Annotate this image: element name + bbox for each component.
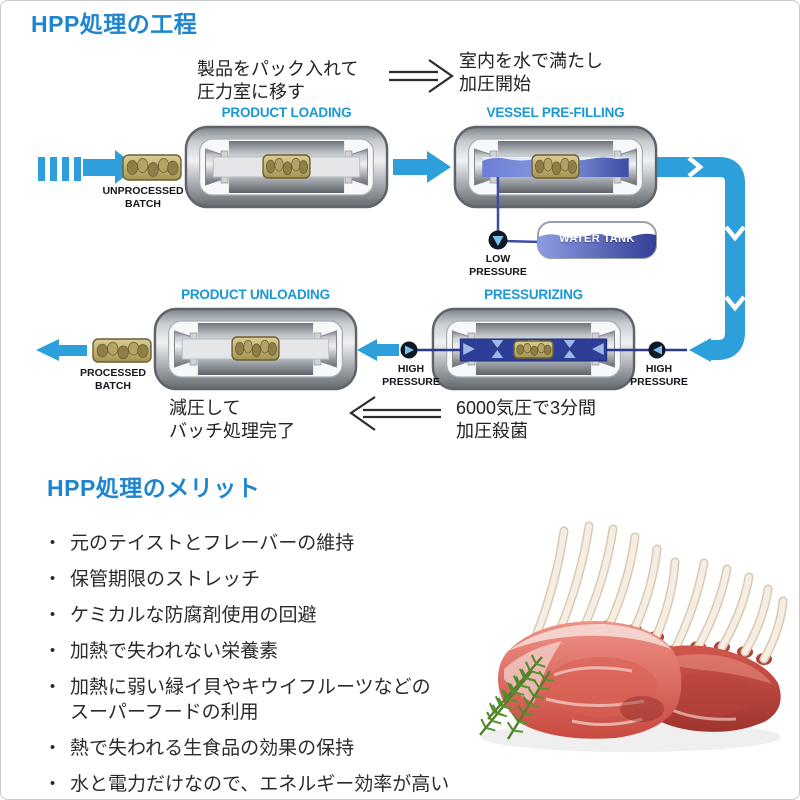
process-flow-overlay	[36, 59, 746, 431]
benefit-item: ・水と電力だけなので、エネルギー効率が高い	[43, 774, 450, 795]
step-note-4: 減圧して バッチ処理完了	[169, 398, 295, 441]
machine-pressurizing	[431, 307, 636, 391]
bullet-icon: ・	[43, 605, 63, 626]
outfeed-arrow-icon	[36, 339, 87, 361]
stage-label-product-unloading: PRODUCT UNLOADING	[181, 287, 330, 302]
double-arrow-right-icon	[389, 59, 454, 93]
infeed-arrow-icon	[38, 150, 137, 184]
benefits-list: ・元のテイストとフレーバーの維持 ・保管期限のストレッチ ・ケミカルな防腐剤使用…	[43, 531, 483, 799]
stage-label-vessel-pre-filling: VESSEL PRE-FILLING	[486, 105, 625, 120]
bullet-icon: ・	[43, 533, 63, 554]
processed-batch-label: PROCESSED BATCH	[80, 367, 146, 392]
page-title: HPP処理の工程	[31, 11, 198, 37]
high-pressure-right-label: HIGH PRESSURE	[630, 363, 688, 388]
water-tank-icon	[537, 221, 657, 259]
bullet-icon: ・	[43, 738, 63, 759]
benefit-item: ・保管期限のストレッチ	[43, 569, 261, 590]
machine-product-unloading	[153, 307, 358, 391]
benefit-item: ・熱で失われる生食品の効果の保持	[43, 738, 355, 759]
return-arrow-icon	[357, 339, 399, 361]
low-pressure-valve-icon	[488, 206, 542, 250]
unprocessed-batch-icon	[122, 154, 182, 181]
rack-of-lamb-photo	[479, 521, 788, 752]
unprocessed-batch-label: UNPROCESSED BATCH	[102, 185, 184, 210]
stage-label-pressurizing: PRESSURIZING	[484, 287, 583, 302]
double-arrow-left-icon	[349, 396, 441, 431]
stage-label-product-loading: PRODUCT LOADING	[221, 105, 352, 120]
water-tank-label: WATER TANK	[559, 233, 635, 245]
bullet-icon: ・	[43, 774, 63, 795]
benefits-title: HPP処理のメリット	[47, 475, 261, 501]
bullet-icon: ・	[43, 677, 63, 698]
high-pressure-left-label: HIGH PRESSURE	[382, 363, 440, 388]
high-pressure-valve-right-icon	[634, 341, 687, 359]
bullet-icon: ・	[43, 641, 63, 662]
processed-batch-icon	[92, 338, 152, 363]
benefit-item: ・加熱に弱い緑イ貝やキウイフルーツなどの スーパーフードの利用	[43, 677, 431, 723]
machine-vessel-pre-filling	[453, 125, 658, 209]
machine-product-loading	[184, 125, 389, 209]
benefit-item: ・元のテイストとフレーバーの維持	[43, 533, 355, 554]
low-pressure-label: LOW PRESSURE	[469, 253, 527, 278]
step-note-1: 製品をパック入れて 圧力室に移す	[197, 59, 359, 102]
transfer-arrow-icon	[393, 151, 451, 183]
benefit-item: ・加熱で失われない栄養素	[43, 641, 279, 662]
pipe-arrow-icon	[657, 156, 746, 362]
step-note-3: 6000気圧で3分間 加圧殺菌	[456, 398, 597, 441]
step-note-2: 室内を水で満たし 加圧開始	[459, 51, 603, 94]
benefit-item: ・ケミカルな防腐剤使用の回避	[43, 605, 317, 626]
high-pressure-valve-left-icon	[400, 341, 434, 359]
bullet-icon: ・	[43, 569, 63, 590]
rosemary-sprig	[479, 654, 555, 740]
